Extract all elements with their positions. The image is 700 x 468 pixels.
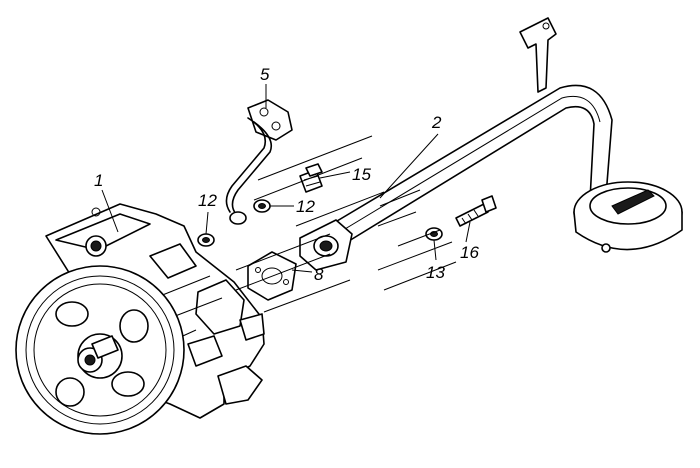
callout-12-right: 12 (296, 197, 315, 216)
part-16-long-bolt (455, 195, 497, 227)
callout-8: 8 (314, 265, 324, 284)
callout-13: 13 (426, 263, 445, 282)
leader-lines (101, 84, 471, 273)
part-13-washer (425, 227, 443, 241)
callout-1: 1 (94, 171, 103, 190)
perspective-lines (235, 135, 457, 313)
part-5-oil-tube (225, 99, 293, 225)
callout-16: 16 (460, 243, 479, 262)
part-2-suction-pipe (299, 17, 683, 271)
callout-5: 5 (260, 65, 270, 84)
callout-15: 15 (352, 165, 371, 184)
callout-2: 2 (431, 113, 442, 132)
part-12-washer-lower (197, 233, 215, 247)
callout-12-left: 12 (198, 191, 217, 210)
part-12-washer-upper (253, 199, 271, 213)
part-1-oil-pump (15, 203, 265, 435)
